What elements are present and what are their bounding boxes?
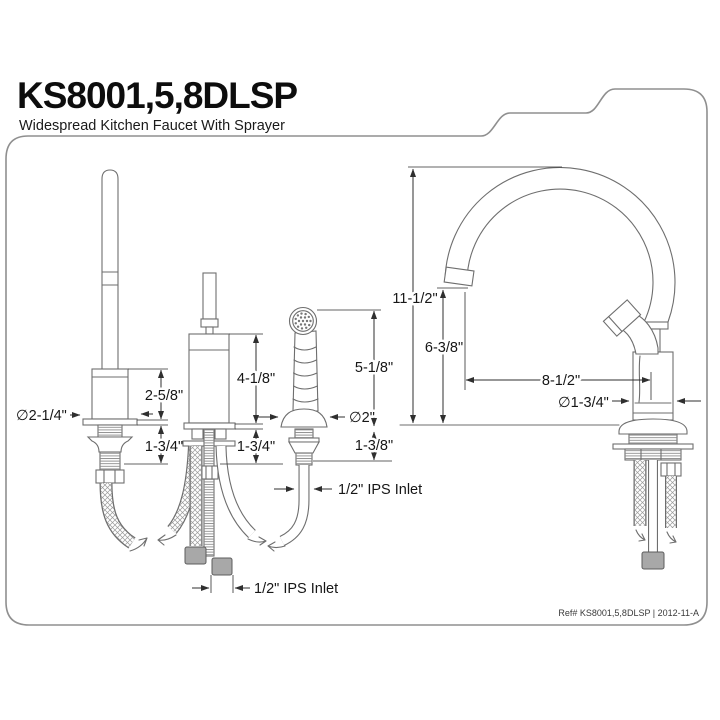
dims-valve: 4-1/8" 1-3/4" 1/2" IPS Inlet: [192, 333, 341, 600]
sheet-outline: [5, 88, 708, 626]
dim-valve-inlet: 1/2" IPS Inlet: [254, 581, 338, 597]
dim-valve-deck-max: 1-3/4": [237, 439, 275, 455]
figure-handle-side-view: [82, 169, 148, 552]
reference-number: Ref# KS8001,5,8DLSP | 2012-11-A: [558, 608, 699, 618]
dim-spout-clearance: 6-3/8": [425, 340, 463, 356]
figure-faucet-side-view: [399, 166, 694, 570]
sprayer-nozzle-holes: [294, 312, 312, 330]
dim-sprayer-flange-diameter: ∅2": [349, 410, 375, 426]
dims-sprayer: 5-1/8" ∅2" 1-3/8" 1/2" IPS Inlet: [256, 309, 425, 501]
dims-handle: ∅2-1/4" 2-5/8" 1-3/4": [14, 368, 186, 465]
dim-sprayer-deck-max: 1-3/8": [355, 438, 393, 454]
dim-body-diameter: ∅1-3/4": [558, 395, 609, 411]
dim-spout-reach: 8-1/2": [542, 373, 580, 389]
dim-handle-height: 2-5/8": [145, 388, 183, 404]
page-subtitle: Widespread Kitchen Faucet With Sprayer: [19, 118, 285, 134]
dim-spout-height: 11-1/2": [392, 291, 437, 307]
figure-sprayer-side-view: [267, 306, 328, 552]
dim-sprayer-height: 5-1/8": [355, 360, 393, 376]
dim-valve-height: 4-1/8": [237, 371, 275, 387]
dim-handle-diameter: ∅2-1/4": [16, 408, 67, 424]
figure-valve-side-view: [157, 272, 267, 576]
dim-sprayer-inlet: 1/2" IPS Inlet: [338, 482, 422, 498]
page-title: KS8001,5,8DLSP: [17, 75, 297, 116]
dim-handle-deck-max: 1-3/4": [145, 439, 183, 455]
dims-faucet: 11-1/2" 6-3/8" 8-1/2" ∅1-3/4": [390, 166, 701, 424]
